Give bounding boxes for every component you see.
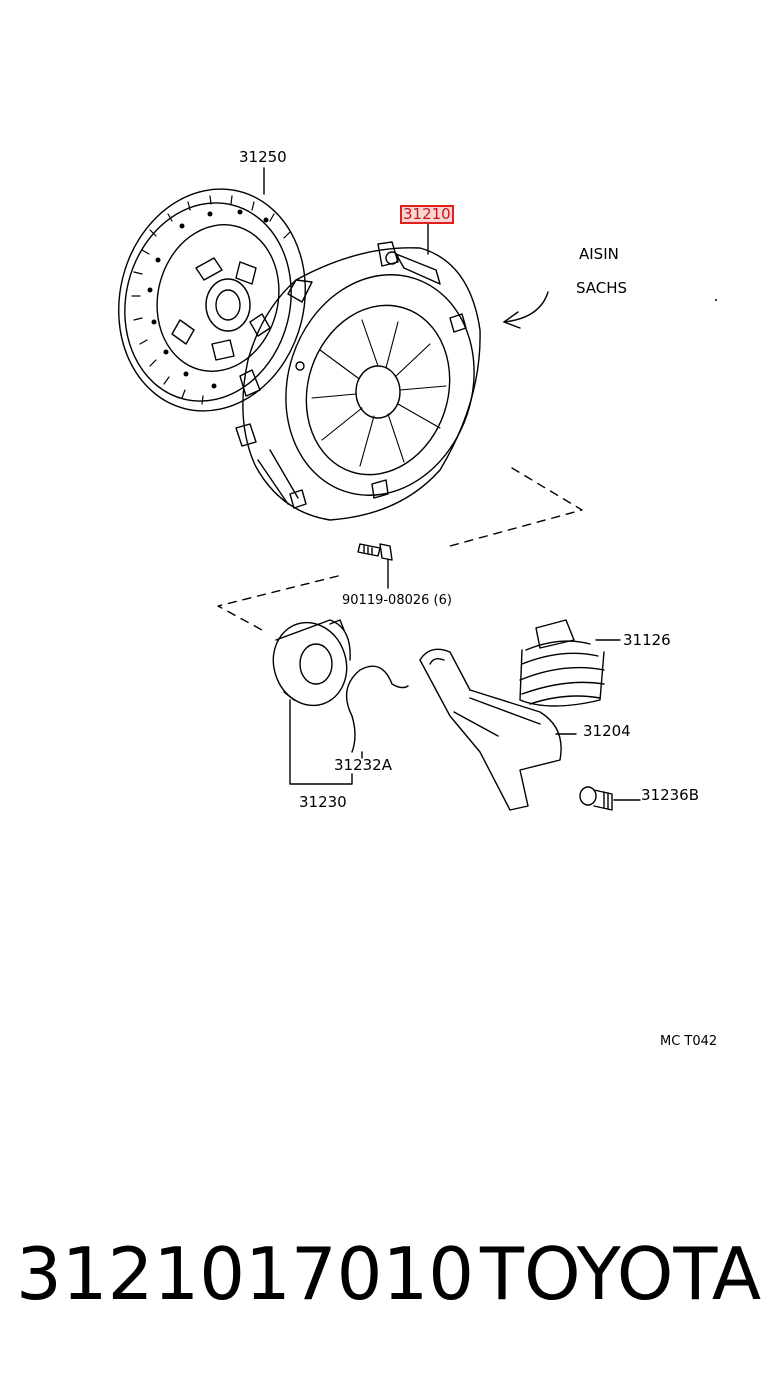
label-31232a: 31232A [334,756,392,774]
label-31126: 31126 [623,631,671,649]
label-31236b: 31236B [641,786,700,804]
clutch-disc [118,188,306,412]
label-31250: 31250 [239,148,287,166]
maker-arrow [503,291,549,323]
assembly-dashed-lines [217,467,583,631]
label-31230: 31230 [299,793,347,811]
label-31204: 31204 [583,722,631,740]
footer-caption: 3121017010 TOYOTA [0,1238,776,1338]
footer-part-number: 3121017010 [16,1232,475,1316]
label-31210-highlighted[interactable]: 31210 [400,205,454,224]
ball-stud [579,786,641,811]
release-bearing-clip [345,665,409,753]
diagram-code: MC T042 [660,1034,718,1049]
label-maker-sachs: SACHS [576,279,628,297]
exploded-parts-diagram [118,167,717,811]
bolt [357,543,393,589]
label-bolt: 90119-08026 (6) [342,593,452,608]
release-bearing [272,619,353,785]
speck [715,299,717,301]
clutch-cover [235,241,481,521]
label-maker-aisin: AISIN [579,245,619,263]
boot [519,619,621,707]
release-fork [419,648,577,811]
footer-brand: TOYOTA [480,1232,762,1316]
